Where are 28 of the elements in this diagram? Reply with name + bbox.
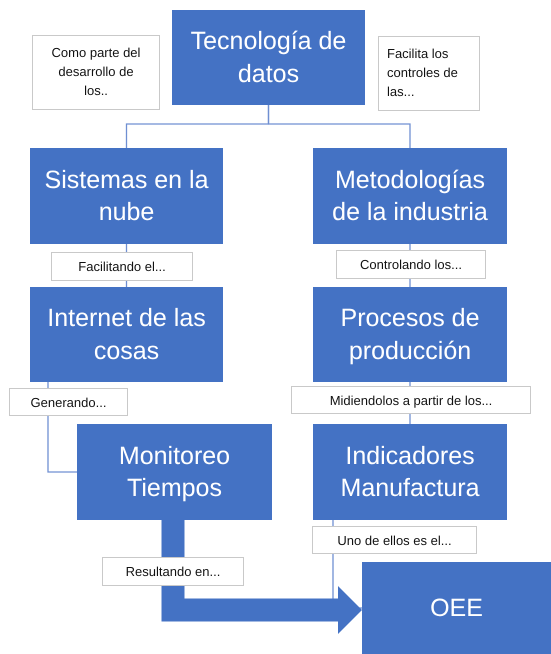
connector-line (268, 105, 411, 148)
edge-label: Midiendolos a partir de los... (291, 386, 531, 414)
note-box (32, 35, 160, 110)
block-arrow (162, 520, 362, 634)
topic-title: OEE (430, 592, 483, 624)
topic-box (313, 148, 507, 244)
edge-label: Generando... (9, 388, 128, 416)
topic-box (172, 10, 365, 105)
topic-title: Metodologías de la industria (331, 164, 489, 228)
topic-box (30, 287, 223, 382)
topic-box (77, 424, 272, 520)
topic-box (313, 287, 507, 382)
topic-title: Procesos de producción (340, 303, 480, 366)
edge-label: Controlando los... (336, 250, 486, 279)
topic-title: Monitoreo Tiempos (118, 440, 232, 504)
topic-title: Internet de las cosas (46, 303, 207, 366)
topic-box (313, 424, 507, 520)
edge-label: Uno de ellos es el... (312, 526, 477, 554)
topic-title: Indicadores Manufactura (340, 440, 480, 504)
edge-label: Facilitando el... (51, 252, 193, 281)
topic-title: Tecnología de datos (190, 26, 348, 90)
topic-box (30, 148, 223, 244)
topic-title: Sistemas en la nube (44, 164, 210, 228)
topic-box (362, 562, 551, 654)
note-text: Como parte del desarrollo de los.. (50, 44, 142, 100)
edge-label: Resultando en... (102, 557, 244, 586)
note-box (378, 36, 480, 111)
note-text: Facilita los controles de las... (387, 45, 459, 101)
